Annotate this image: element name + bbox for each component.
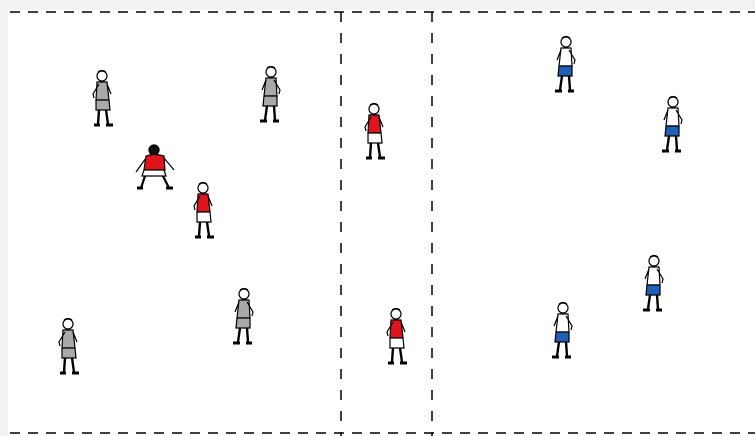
player-grey-6 (233, 289, 253, 344)
player-red-4 (194, 183, 214, 238)
pitch-area (8, 10, 755, 436)
player-blue-9 (555, 37, 575, 92)
player-grey-2 (260, 67, 280, 122)
pitch-diagram (8, 10, 755, 436)
player-grey-1 (93, 71, 113, 126)
player-blue-12 (643, 256, 663, 311)
player-blue-10 (662, 97, 682, 152)
player-red-8 (387, 309, 407, 364)
player-grey-5 (59, 319, 79, 374)
player-blue-11 (552, 303, 572, 358)
players-layer (59, 37, 682, 374)
player-red-7 (365, 104, 385, 159)
player-red-3 (136, 145, 174, 188)
